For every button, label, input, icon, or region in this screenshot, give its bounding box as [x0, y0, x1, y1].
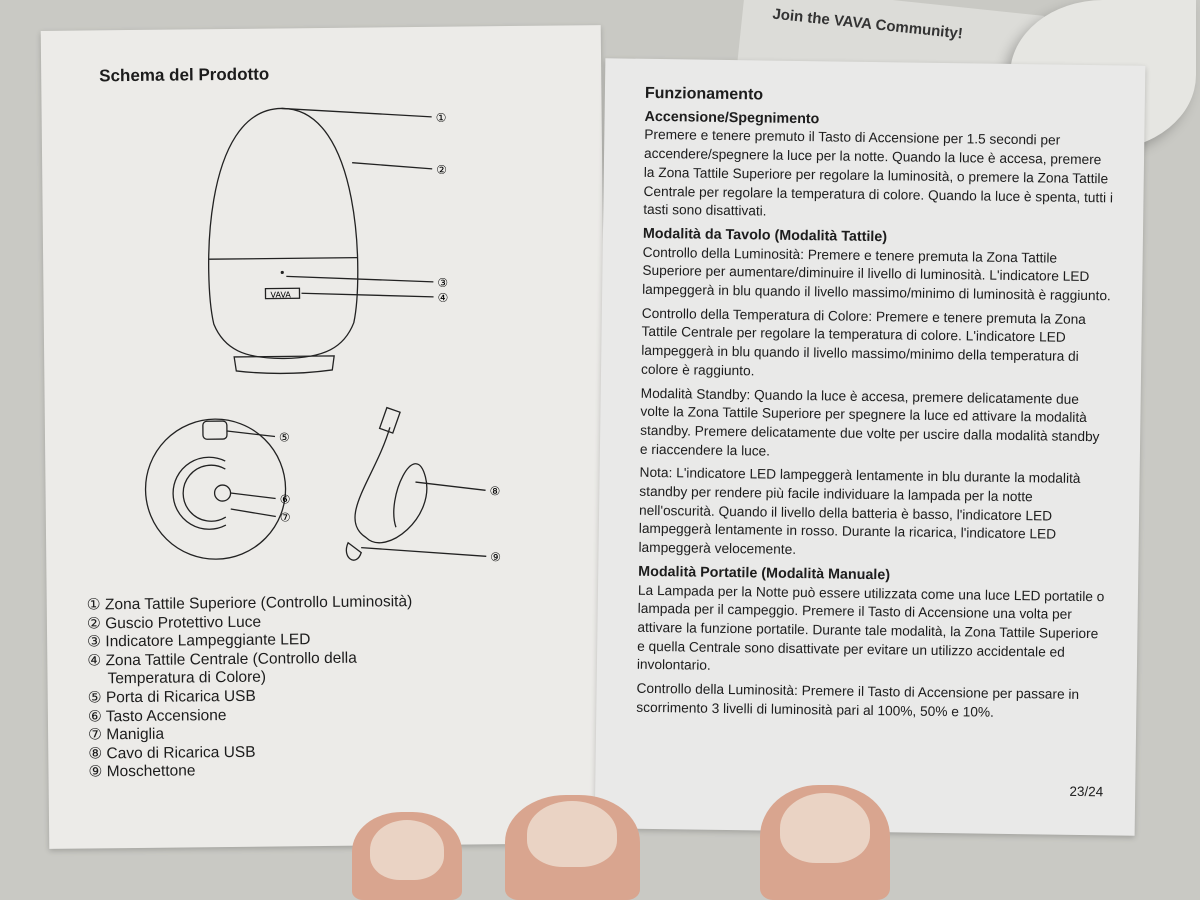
- finger: [505, 795, 640, 900]
- legend-item: ⑨ Moschettone: [88, 762, 196, 781]
- product-diagram: VAVA ① ② ③ ④ ⑤ ⑥ ⑦ ⑧ ⑨: [144, 107, 501, 564]
- finger: [760, 785, 890, 900]
- callout-6: ⑥: [280, 492, 291, 506]
- callout-2: ②: [436, 163, 447, 177]
- parts-legend: ① Zona Tattile Superiore (Controllo Lumi…: [87, 593, 414, 782]
- page-title: Schema del Prodotto: [99, 64, 270, 86]
- back-sheet-heading: Join the VAVA Community!: [771, 5, 964, 43]
- paragraph: Controllo della Luminosità: Premere e te…: [642, 244, 1111, 304]
- legend-item: ① Zona Tattile Superiore (Controllo Lumi…: [86, 593, 413, 614]
- paragraph: Nota: L'indicatore LED lampeggerà lentam…: [638, 465, 1081, 558]
- callout-1: ①: [436, 111, 447, 125]
- page-number: 23/24: [1069, 783, 1104, 800]
- paragraph: Controllo della Luminosità: Premere il T…: [636, 680, 1080, 720]
- callout-4: ④: [437, 291, 448, 305]
- paragraph: Premere e tenere premuto il Tasto di Acc…: [643, 127, 1114, 219]
- paragraph: Modalità Standby: Quando la luce è acces…: [639, 385, 1100, 459]
- left-page: Schema del Prodotto VAVA ① ② ③ ④ ⑤ ⑥ ⑦ ⑧: [40, 25, 610, 849]
- callout-3: ③: [437, 276, 448, 290]
- page-title: Funzionamento: [644, 84, 764, 104]
- right-page: Funzionamento Accensione/Spegnimento Pre…: [594, 58, 1146, 836]
- callout-7: ⑦: [280, 510, 291, 524]
- paragraph: Controllo della Temperatura di Colore: P…: [640, 305, 1086, 379]
- callout-5: ⑤: [279, 430, 290, 444]
- diagram-logo: VAVA: [270, 290, 291, 299]
- callout-9: ⑨: [490, 550, 501, 564]
- callout-8: ⑧: [490, 484, 501, 498]
- finger: [352, 812, 462, 900]
- paragraph: La Lampada per la Notte può essere utili…: [636, 582, 1105, 674]
